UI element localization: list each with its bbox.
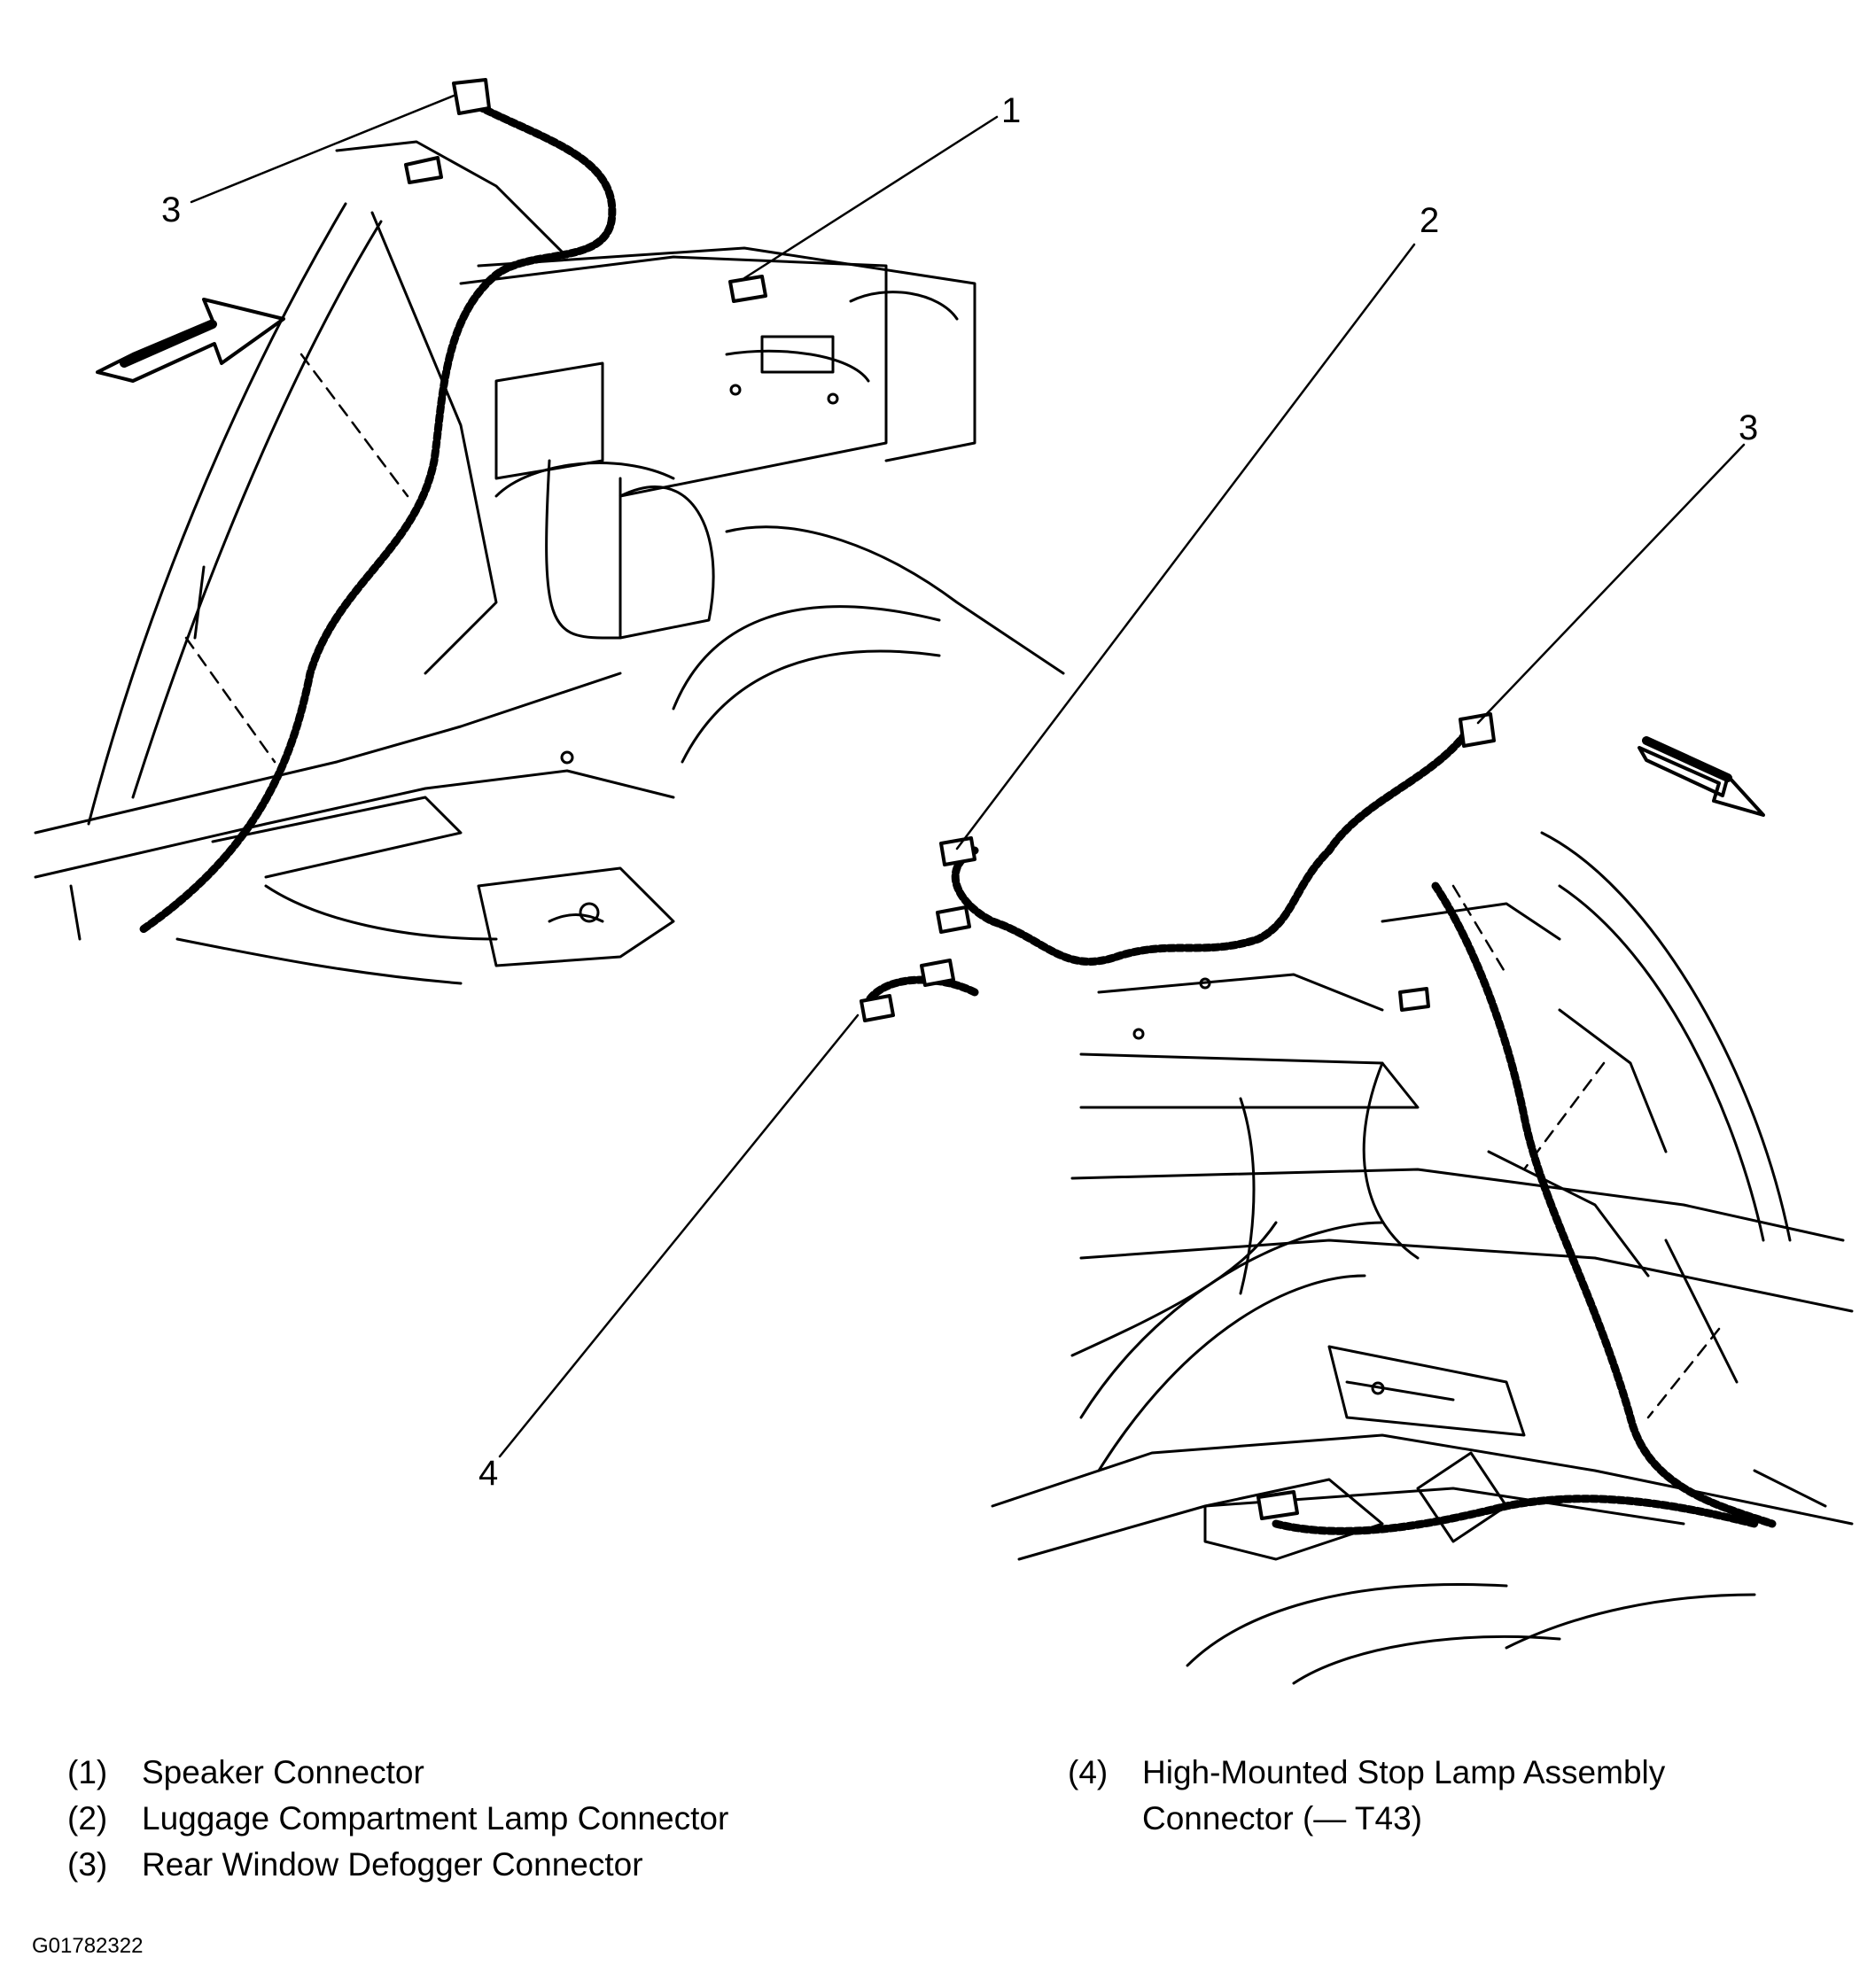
callout-4: 4 [478, 1454, 498, 1493]
legend-right: (4) High-Mounted Stop Lamp Assembly Conn… [1068, 1750, 1816, 1842]
legend-left: (1) Speaker Connector (2) Luggage Compar… [67, 1750, 728, 1888]
legend-number: (2) [67, 1800, 108, 1837]
legend-item-speaker-connector: (1) Speaker Connector [67, 1750, 728, 1796]
legend-number: (4) [1068, 1754, 1109, 1790]
right-view-body-panels [991, 831, 1854, 1685]
left-view-connectors [404, 78, 767, 303]
right-view-connectors [860, 712, 1496, 1520]
left-view-dashed-guides [184, 353, 409, 764]
callout-leaders [190, 94, 1746, 1458]
wiring-harness-diagram: 1 2 3 3 4 [34, 78, 1854, 1685]
legend-number: (3) [67, 1846, 108, 1883]
legend-text: Speaker Connector [142, 1754, 424, 1790]
legend-text: Luggage Compartment Lamp Connector [142, 1800, 729, 1837]
left-view-harness [137, 102, 617, 935]
callout-3-left: 3 [161, 190, 181, 229]
right-forward-arrow-icon [1638, 736, 1765, 817]
legend-text: Rear Window Defogger Connector [142, 1846, 643, 1883]
callout-1: 1 [1001, 91, 1021, 130]
callout-2: 2 [1420, 201, 1439, 240]
right-view-harness [864, 722, 1777, 1535]
legend-item-stop-lamp-connector: (4) High-Mounted Stop Lamp Assembly Conn… [1068, 1750, 1816, 1842]
legend-text: High-Mounted Stop Lamp Assembly Connecto… [1142, 1754, 1666, 1837]
legend-item-defogger-connector: (3) Rear Window Defogger Connector [67, 1842, 728, 1888]
right-view-dashed-guides [1451, 884, 1721, 1419]
callout-3-right: 3 [1739, 408, 1758, 447]
legend-item-luggage-lamp-connector: (2) Luggage Compartment Lamp Connector [67, 1796, 728, 1842]
legend-number: (1) [67, 1754, 108, 1790]
left-forward-arrow-icon [96, 298, 285, 383]
left-view-body-panels [34, 140, 1065, 985]
figure-id: G01782322 [32, 1934, 144, 1958]
